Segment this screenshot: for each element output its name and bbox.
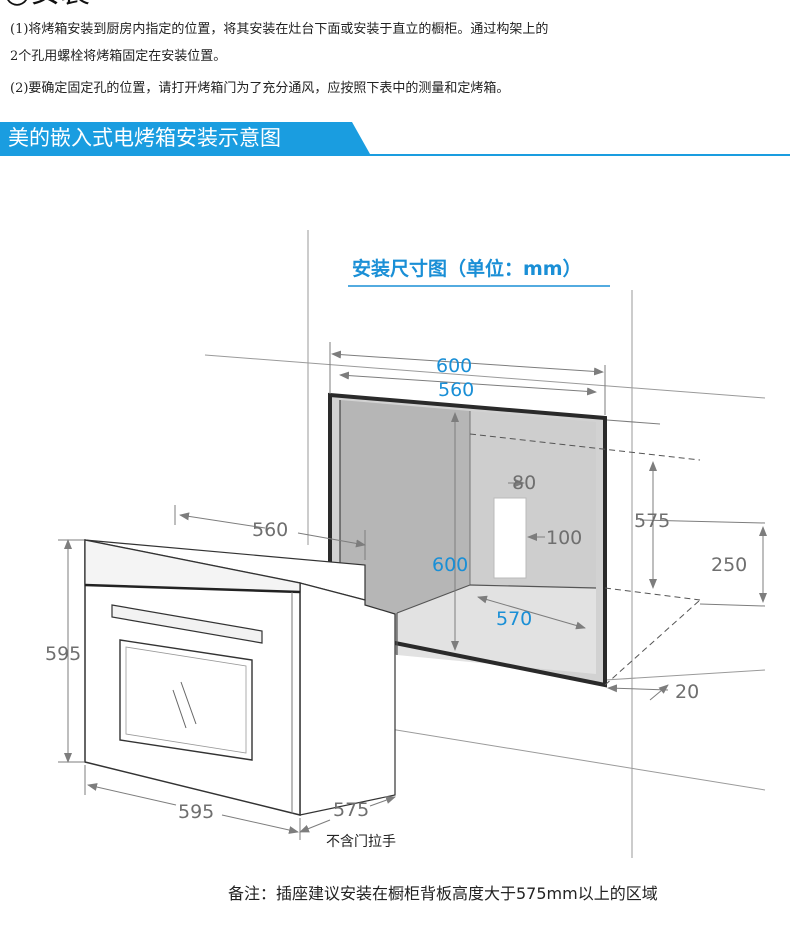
- ventilation-opening: [493, 497, 527, 579]
- label-oven-depth-top: 560: [252, 519, 288, 541]
- label-cabinet-height: 600: [432, 554, 468, 576]
- label-vent-width: 80: [512, 472, 536, 494]
- footer-note: 备注：插座建议安装在橱柜背板高度大于575mm以上的区域: [228, 884, 658, 903]
- dimension-lines: [58, 342, 767, 840]
- label-cabinet-outer-width: 600: [436, 355, 472, 377]
- label-oven-width: 595: [178, 801, 214, 823]
- label-socket-height: 250: [711, 554, 747, 576]
- paragraph-2: (2)要确定固定孔的位置，请打开烤箱门为了充分通风，应按照下表中的测量和定烤箱。: [10, 81, 510, 96]
- diagram-title: 安装尺寸图（单位：mm）: [352, 257, 582, 280]
- label-cabinet-inner-width: 560: [438, 379, 474, 401]
- oven-window: [119, 639, 253, 761]
- paragraph-1-line-2: 2个孔用螺栓将烤箱固定在安装位置。: [10, 49, 227, 64]
- paragraph-1-line-1: (1)将烤箱安装到厨房内指定的位置，将其安装在灶台下面或安装于直立的橱柜。通过构…: [10, 22, 549, 37]
- cabinet-dimension-labels: 600 560 600 570: [432, 355, 532, 630]
- label-oven-depth: 575: [333, 799, 369, 821]
- label-cabinet-depth: 570: [496, 608, 532, 630]
- oven-unit: [84, 539, 396, 816]
- installation-diagram: 安装尺寸图（单位：mm）: [45, 230, 767, 858]
- oven-door-handle: [111, 604, 263, 644]
- gray-dimension-labels: 80 100 575 250 20 560 595 595 575: [45, 472, 747, 823]
- label-vent-height: 100: [546, 527, 582, 549]
- banner-title: 美的嵌入式电烤箱安装示意图: [8, 126, 281, 150]
- section-banner: [0, 122, 790, 156]
- label-cabinet-height-right: 575: [634, 510, 670, 532]
- oven-handle-note: 不含门拉手: [326, 834, 396, 850]
- section-heading: ◎安装: [4, 0, 90, 8]
- label-front-gap: 20: [675, 681, 699, 703]
- dashed-guides: [469, 433, 701, 686]
- label-oven-height: 595: [45, 643, 81, 665]
